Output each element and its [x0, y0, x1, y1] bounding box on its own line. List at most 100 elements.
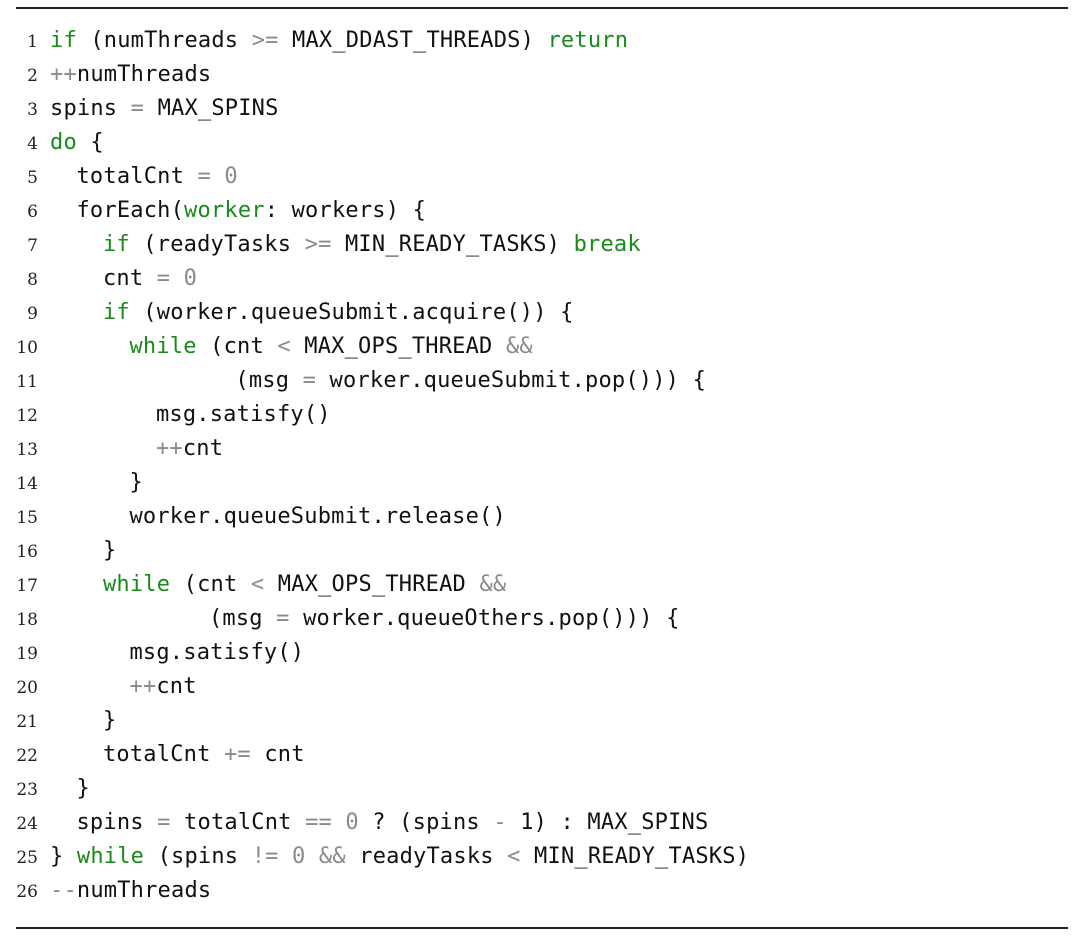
keyword-token: do	[50, 130, 77, 155]
operator-token: &&	[505, 334, 533, 359]
code-token: spins	[76, 810, 158, 835]
code-listing: 1 if (numThreads >= MAX_DDAST_THREADS) re…	[0, 26, 1084, 910]
operator-token: >=	[304, 232, 332, 257]
code-text: }	[50, 538, 116, 563]
code-line: 14}	[0, 468, 1084, 502]
code-token: MAX_OPS_THREAD	[264, 572, 480, 597]
code-text: if (numThreads >= MAX_DDAST_THREADS) ret…	[50, 28, 628, 53]
code-token: cnt	[102, 266, 157, 291]
code-line: 25} while (spins != 0 && readyTasks < MI…	[0, 842, 1084, 876]
line-number: 1	[27, 32, 38, 52]
operator-token: ++	[155, 436, 183, 461]
keyword-token: if	[102, 232, 130, 257]
code-token: MIN_READY_TASKS)	[331, 232, 574, 257]
line-number: 4	[27, 134, 38, 154]
keyword-token: return	[547, 28, 629, 53]
code-text: forEach(worker: workers) {	[50, 198, 426, 223]
operator-token: --	[50, 878, 77, 903]
keyword-token: worker	[184, 198, 265, 223]
line-number: 9	[27, 304, 38, 324]
operator-token: <	[277, 334, 291, 359]
code-token: totalCnt	[76, 164, 198, 189]
line-number: 2	[27, 66, 38, 86]
line-number: 26	[16, 882, 38, 902]
keyword-token: if	[102, 300, 130, 325]
code-token: (readyTasks	[129, 232, 305, 257]
code-line: 18(msg = worker.queueOthers.pop())) {	[0, 604, 1084, 638]
line-number: 11	[16, 372, 38, 392]
code-token: numThreads	[76, 878, 212, 903]
code-line: 11 (msg = worker.queueSubmit.pop())) {	[0, 366, 1084, 400]
code-token: }	[50, 844, 77, 869]
code-text: if (worker.queueSubmit.acquire()) {	[50, 300, 574, 325]
code-text: ++cnt	[50, 674, 197, 699]
code-token: totalCnt	[170, 810, 306, 835]
line-number: 7	[27, 236, 38, 256]
keyword-token: while	[102, 572, 171, 597]
line-number: 5	[27, 168, 38, 188]
operator-token: ==	[305, 810, 332, 835]
bottom-rule	[16, 927, 1068, 929]
operator-token: &&	[318, 844, 346, 869]
code-token: ? (spins	[372, 810, 494, 835]
code-token: (numThreads	[76, 28, 252, 53]
operator-token: 0	[210, 164, 238, 189]
code-text: ++numThreads	[50, 62, 211, 87]
code-token: }	[129, 470, 143, 495]
code-token: numThreads	[76, 62, 212, 87]
code-token: : workers) {	[264, 198, 427, 223]
line-number: 6	[27, 202, 38, 222]
code-token: worker.queueOthers.pop())) {	[289, 606, 680, 631]
operator-token: ++	[129, 674, 157, 699]
keyword-token: while	[76, 844, 145, 869]
code-line: 4 do {	[0, 128, 1084, 162]
code-text: worker.queueSubmit.release()	[50, 504, 506, 529]
operator-token: >=	[251, 28, 279, 53]
line-number: 23	[16, 780, 38, 800]
operator-token: =	[197, 164, 211, 189]
code-token: forEach(	[76, 198, 185, 223]
line-number: 3	[27, 100, 38, 120]
code-token: totalCnt	[102, 742, 224, 767]
code-text: (msg = worker.queueSubmit.pop())) {	[50, 368, 706, 393]
code-text: while (cnt < MAX_OPS_THREAD &&	[50, 334, 533, 359]
line-number: 22	[16, 746, 38, 766]
code-line: 6 forEach(worker: workers) {	[0, 196, 1084, 230]
code-token: msg.satisfy()	[155, 402, 331, 427]
operator-token: 0	[278, 844, 319, 869]
line-number: 15	[16, 508, 38, 528]
line-number: 16	[16, 542, 38, 562]
code-text: do {	[50, 130, 104, 155]
code-text: if (readyTasks >= MIN_READY_TASKS) break	[50, 232, 641, 257]
operator-token: ++	[50, 62, 77, 87]
code-text: }	[50, 708, 116, 733]
code-token: MIN_READY_TASKS)	[520, 844, 750, 869]
line-number: 8	[27, 270, 38, 290]
code-token: MAX_OPS_THREAD	[290, 334, 506, 359]
code-text: totalCnt = 0	[50, 164, 238, 189]
operator-token: 0	[170, 266, 198, 291]
code-line: 7 if (readyTasks >= MIN_READY_TASKS) brea…	[0, 230, 1084, 264]
code-text: totalCnt += cnt	[50, 742, 305, 767]
code-token: (msg	[208, 606, 277, 631]
operator-token: -	[493, 810, 507, 835]
operator-token: <	[250, 572, 265, 597]
code-line: 1 if (numThreads >= MAX_DDAST_THREADS) re…	[0, 26, 1084, 60]
code-line: 16}	[0, 536, 1084, 570]
code-line: 21}	[0, 706, 1084, 740]
code-line: 20++cnt	[0, 672, 1084, 706]
code-token: worker.queueSubmit.release()	[129, 504, 506, 529]
code-token: (spins	[144, 844, 252, 869]
line-number: 24	[16, 814, 38, 834]
code-token: msg.satisfy()	[129, 640, 305, 665]
code-token: MAX_SPINS	[144, 96, 279, 121]
keyword-token: if	[50, 28, 77, 53]
operator-token: 0	[331, 810, 373, 835]
